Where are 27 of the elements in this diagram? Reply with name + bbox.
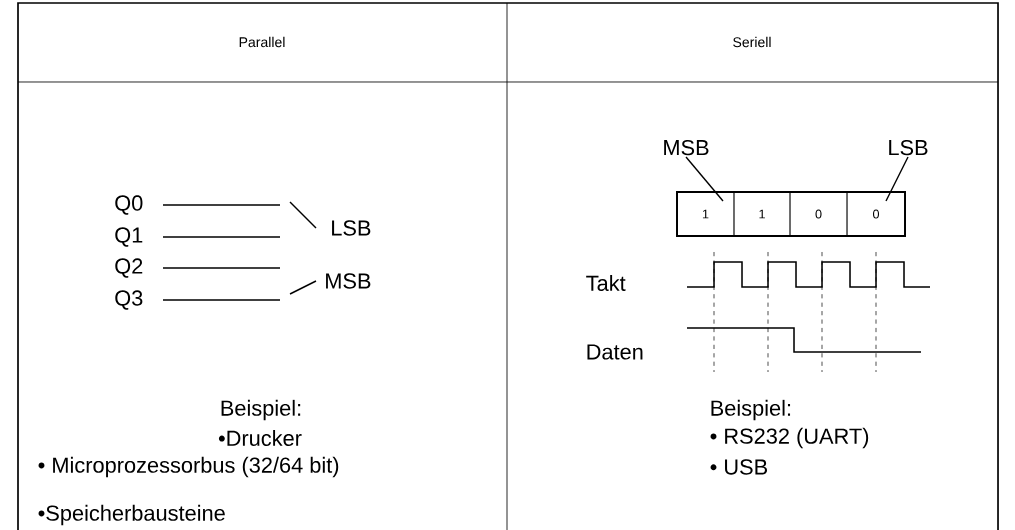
example-heading: Beispiel: xyxy=(711,399,791,421)
signal-label: Q1 xyxy=(115,227,143,247)
signal-label: Q3 xyxy=(115,290,143,310)
bit-label: LSB xyxy=(332,220,371,236)
example-item: • Microprozessorbus (32/64 bit) xyxy=(38,456,339,478)
leader-line xyxy=(289,280,317,295)
example-item: • USB xyxy=(710,459,767,475)
example-item: • RS232 (UART) xyxy=(710,427,869,449)
register-cell: 0 xyxy=(789,191,848,237)
signal-label: Q2 xyxy=(115,258,143,278)
bit-label: LSB xyxy=(889,139,928,156)
signal-label: Q0 xyxy=(115,195,143,215)
register-cell: 1 xyxy=(733,191,791,237)
signal-label: Daten xyxy=(587,344,643,360)
leader-line xyxy=(289,201,317,229)
leader-line xyxy=(685,156,724,202)
register-cell: 0 xyxy=(846,191,906,237)
signal-label: Takt xyxy=(586,275,626,291)
node-label: 1 xyxy=(702,209,709,219)
example-item: •Speicherbausteine xyxy=(38,504,225,526)
bit-label: MSB xyxy=(326,273,371,289)
column-header: Seriell xyxy=(733,36,771,48)
leader-line xyxy=(885,156,909,202)
column-header: Parallel xyxy=(239,36,285,48)
example-heading: Beispiel: xyxy=(221,399,301,421)
bit-label: MSB xyxy=(664,139,709,156)
example-item: •Drucker xyxy=(218,430,302,446)
